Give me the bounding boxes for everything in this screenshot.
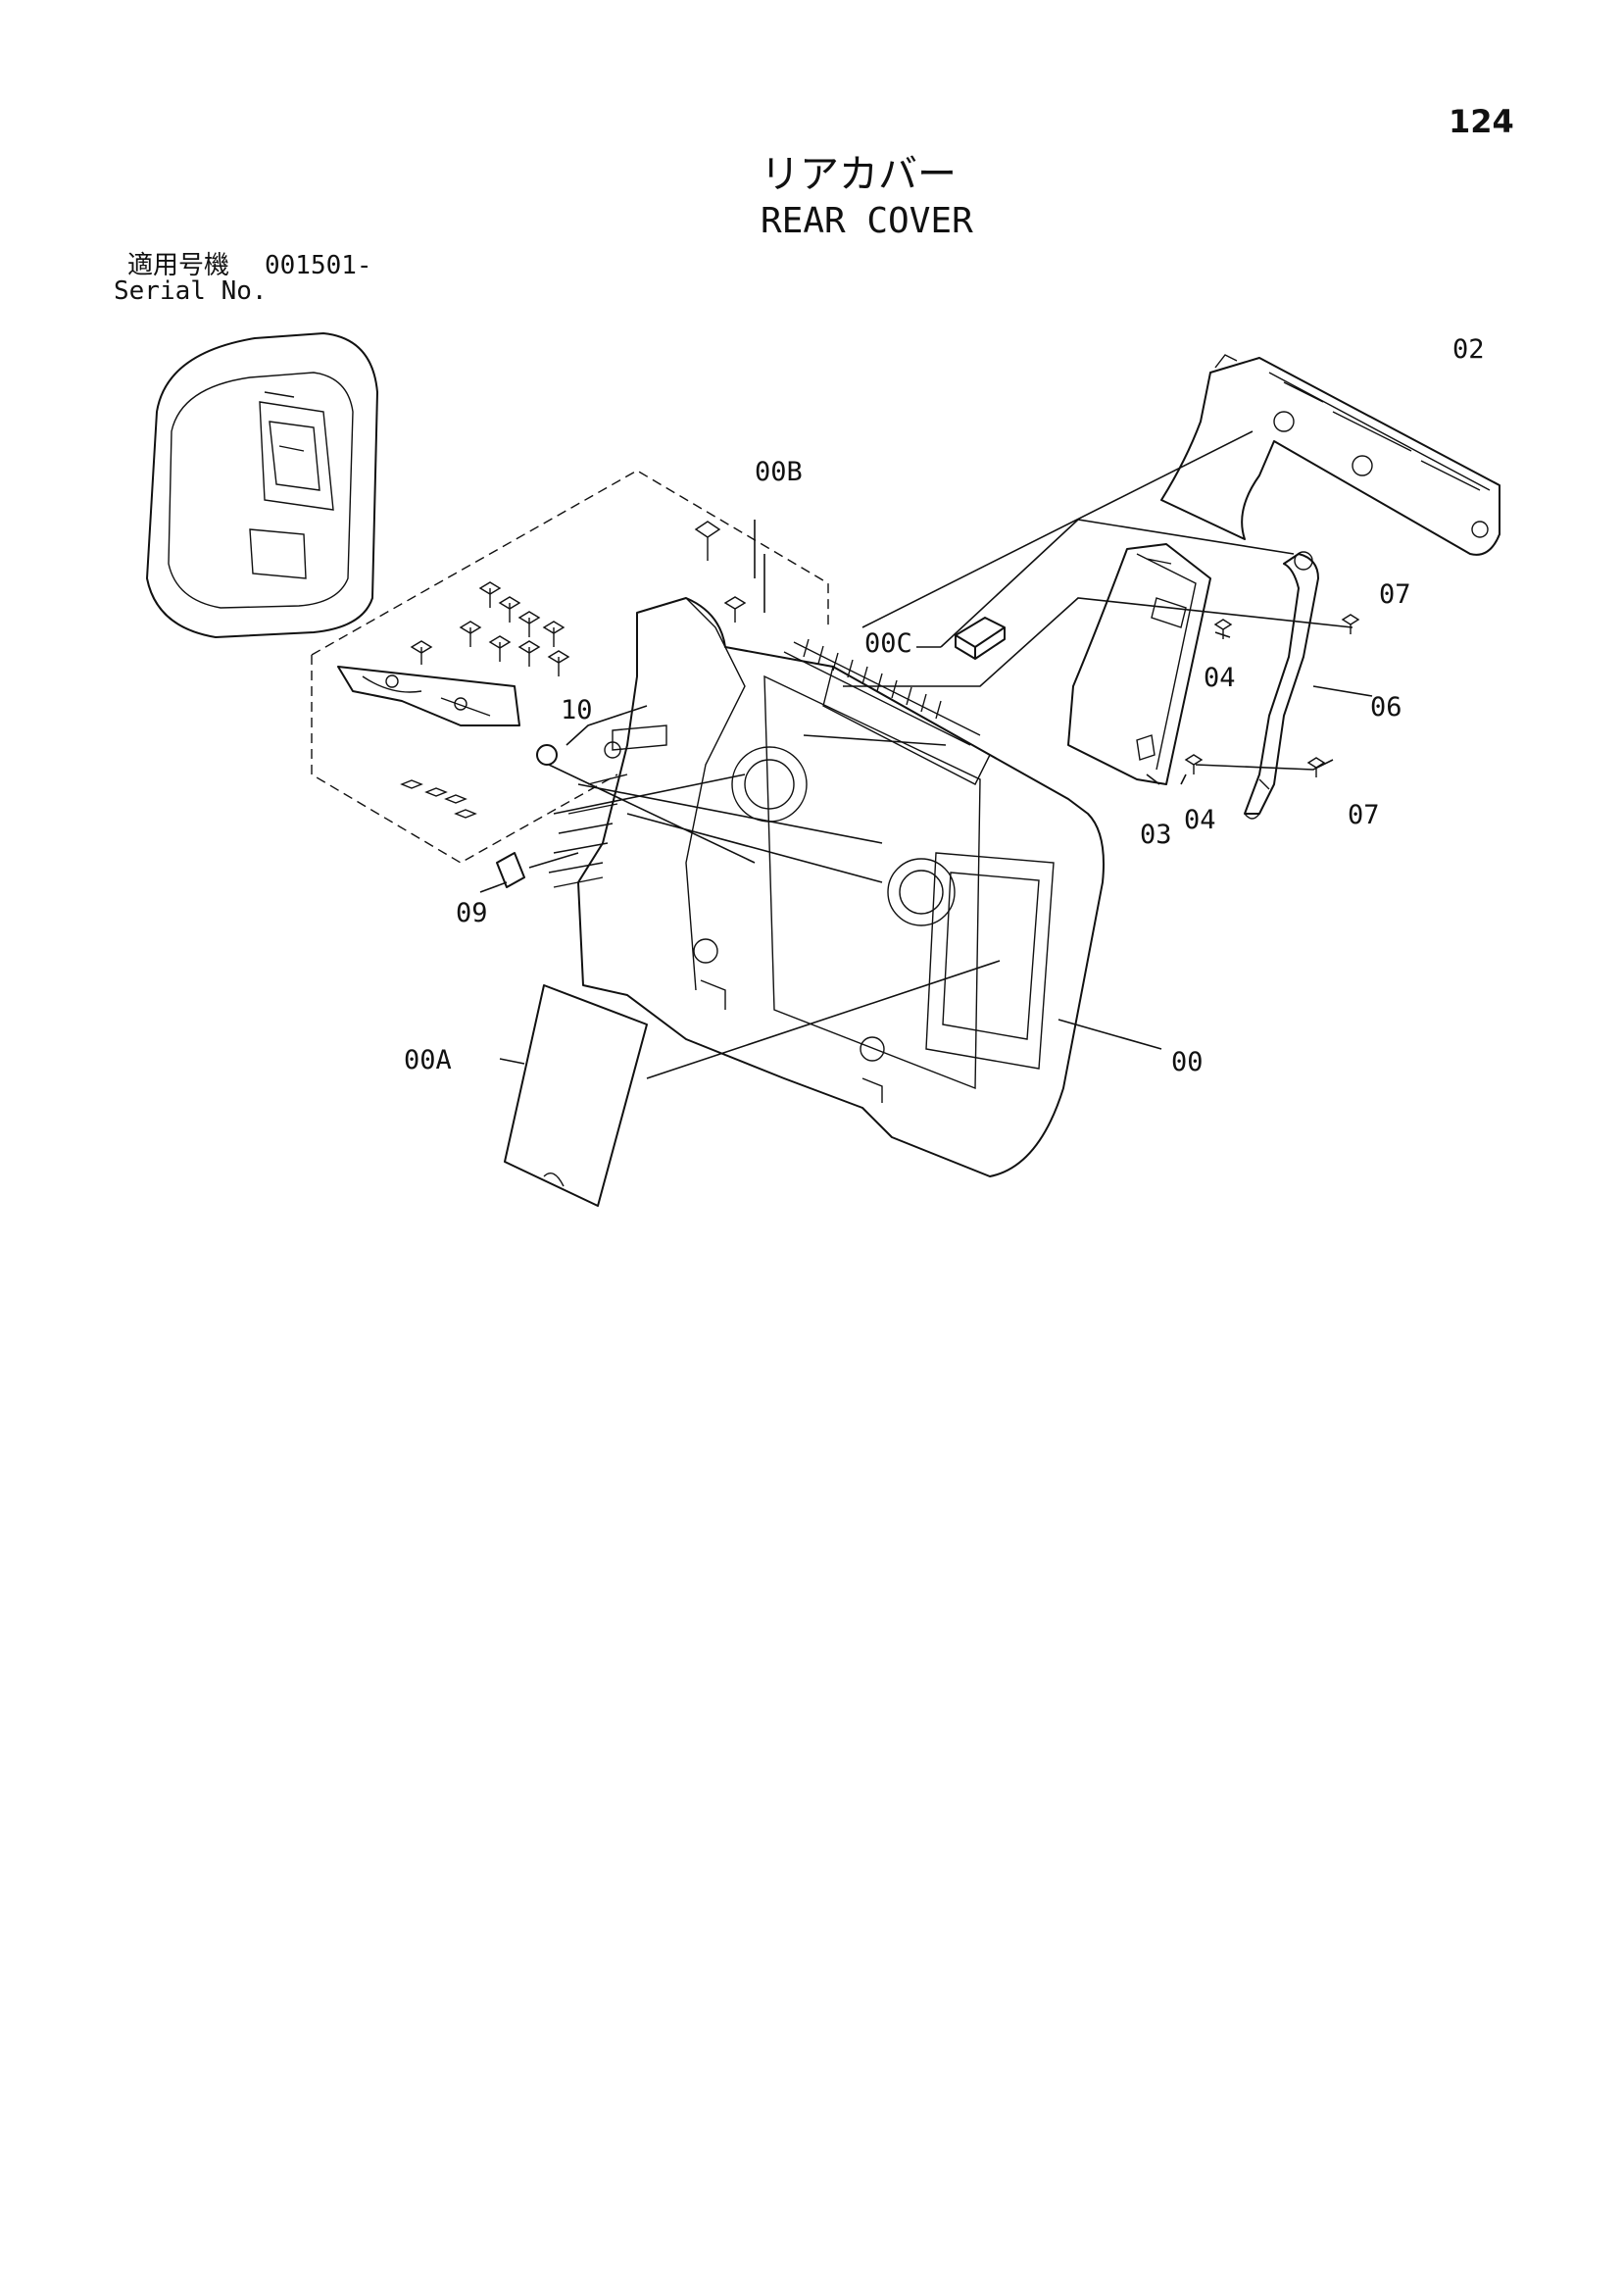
serial-label-japanese: 適用号機: [127, 251, 230, 280]
serial-number: 001501-: [265, 251, 372, 280]
leader-lines: [479, 430, 1373, 1079]
cab-overview-illustration: [146, 332, 378, 638]
cap-09: [496, 852, 525, 888]
callout-00b: 00B: [755, 457, 803, 487]
page-title-japanese: リアカバー: [761, 152, 957, 197]
rear-cover-00: [577, 597, 1105, 1177]
callout-00a: 00A: [404, 1045, 452, 1075]
serial-label-english: Serial No.: [114, 276, 268, 306]
bracket-00b: [337, 666, 520, 726]
callout-07-lower: 07: [1348, 800, 1380, 830]
callout-07-upper: 07: [1379, 579, 1411, 610]
bolt-cluster: [400, 521, 747, 819]
callout-04-lower: 04: [1184, 805, 1216, 835]
callout-03: 03: [1140, 820, 1172, 850]
callout-06: 06: [1370, 692, 1402, 723]
page-title-english: REAR COVER: [761, 201, 973, 241]
pipe-06: [1244, 551, 1319, 820]
panel-00a: [504, 984, 648, 1207]
screws: [1184, 614, 1360, 777]
callout-04-upper: 04: [1204, 663, 1236, 693]
bracket-02: [1160, 354, 1500, 556]
vent-grille: [548, 638, 981, 888]
callout-00: 00: [1171, 1047, 1204, 1077]
callout-10: 10: [561, 695, 593, 725]
side-panel-03: [1067, 543, 1211, 785]
callout-09: 09: [456, 898, 488, 928]
callout-02: 02: [1452, 334, 1485, 365]
plug-10: [536, 744, 558, 766]
page-number: 124: [1449, 103, 1514, 140]
assembly-00b-boundary: [311, 470, 829, 864]
callout-00c: 00C: [864, 628, 912, 659]
label-plate-00c: [955, 617, 1006, 660]
